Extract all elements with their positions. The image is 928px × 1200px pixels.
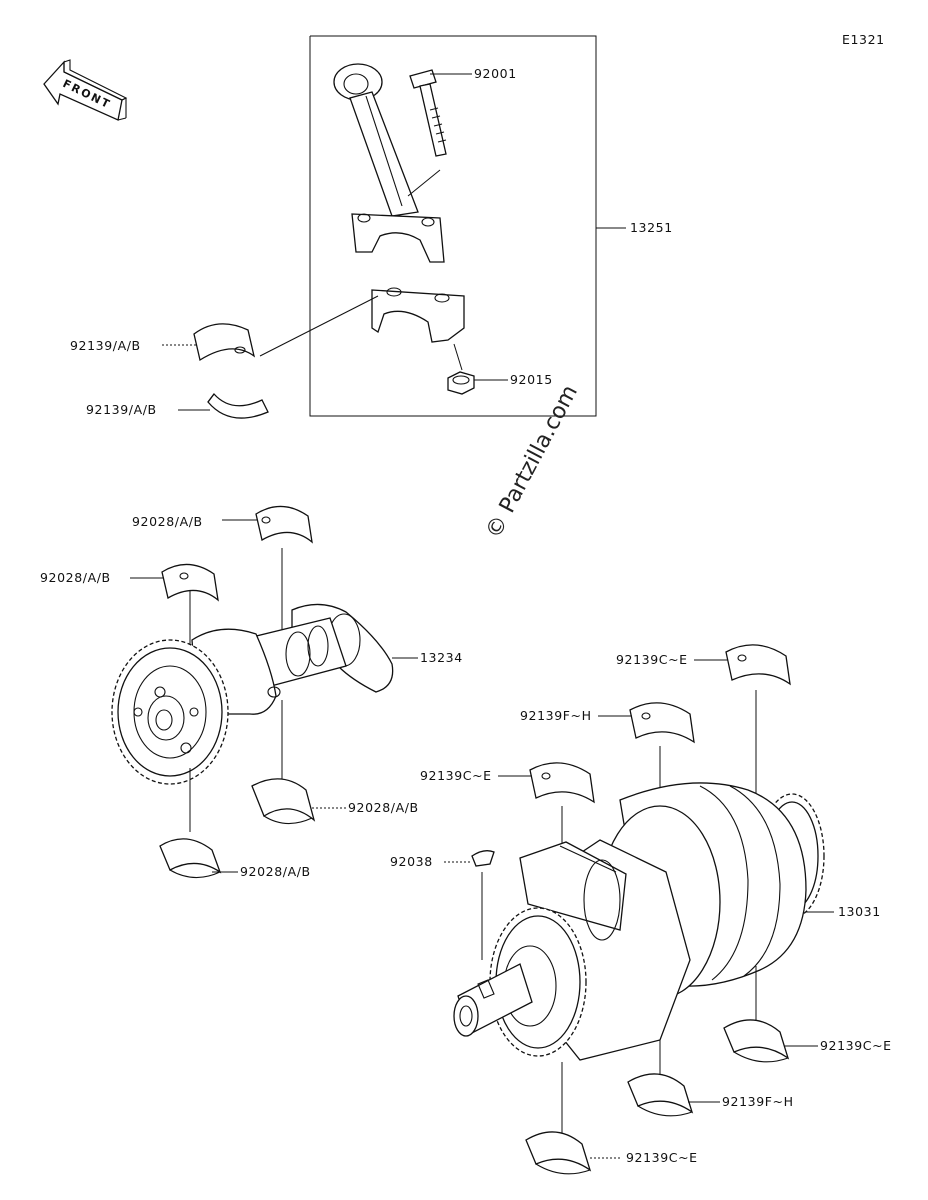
crank-bearing-lower-left [525,1062,622,1175]
label-92028ab-2: 92028/A/B [40,570,111,585]
label-92139ab-2: 92139/A/B [86,402,157,417]
crank-bearing-upper-mid [598,702,695,870]
label-92028ab-1: 92028/A/B [132,514,203,529]
rod-bolt [407,69,472,197]
crankshaft [453,782,834,1061]
rod-bearing-upper [162,323,256,362]
label-92038: 92038 [390,854,433,869]
label-92139fh-2: 92139F~H [722,1094,794,1109]
label-13251: 13251 [630,220,673,235]
connecting-rod [333,63,445,263]
balancer-bearing-top-right [222,505,313,640]
rod-nut [447,371,508,395]
balancer-bearing-bottom-right [251,700,346,825]
rod-cap [371,287,465,371]
label-92139ab-1: 92139/A/B [70,338,141,353]
label-92139ce-4: 92139C~E [626,1150,698,1165]
label-92139ce-2: 92139C~E [420,768,492,783]
balancer-bearing-bottom-left [159,768,238,879]
front-arrow-icon: FRONT [43,59,128,121]
label-13031: 13031 [838,904,881,919]
watermark: © Partzilla.com [481,381,583,543]
label-13234: 13234 [420,650,463,665]
label-92028ab-3: 92028/A/B [348,800,419,815]
con-rod-assembly-box [309,35,626,417]
label-92015: 92015 [510,372,553,387]
label-92139ce-3: 92139C~E [820,1038,892,1053]
crank-bearing-upper-right [694,644,791,796]
balancer-shaft [111,603,418,785]
label-92001: 92001 [474,66,517,81]
label-92028ab-4: 92028/A/B [240,864,311,879]
label-92139fh-1: 92139F~H [520,708,592,723]
crank-bearing-lower-mid [627,1040,720,1117]
label-92139ce-1: 92139C~E [616,652,688,667]
crank-bearing-lower-right [723,966,818,1063]
woodruff-key [444,850,495,960]
diagram-id: E1321 [842,32,885,47]
rod-bearing-lower [178,392,269,419]
